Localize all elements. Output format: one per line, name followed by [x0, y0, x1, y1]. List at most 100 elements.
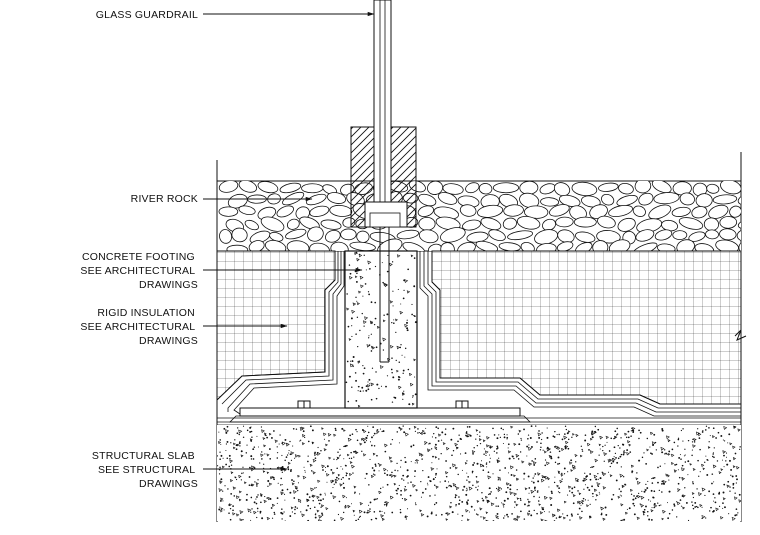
- concrete-aggregate: [406, 319, 408, 321]
- concrete-aggregate: [388, 456, 393, 460]
- concrete-aggregate: [444, 433, 447, 436]
- concrete-aggregate: [319, 499, 322, 502]
- concrete-aggregate: [399, 466, 402, 468]
- concrete-aggregate: [586, 475, 588, 478]
- concrete-aggregate: [441, 513, 443, 516]
- concrete-aggregate: [458, 502, 461, 505]
- concrete-aggregate: [499, 479, 501, 481]
- concrete-aggregate: [476, 444, 479, 447]
- concrete-aggregate: [238, 442, 241, 444]
- concrete-aggregate: [390, 473, 395, 478]
- concrete-aggregate: [682, 494, 686, 498]
- concrete-aggregate: [535, 425, 537, 427]
- concrete-aggregate: [332, 486, 334, 489]
- concrete-aggregate: [296, 507, 298, 509]
- concrete-aggregate: [676, 501, 678, 503]
- river-rock-stone: [340, 228, 357, 241]
- concrete-aggregate: [537, 500, 540, 502]
- concrete-aggregate: [547, 477, 551, 481]
- concrete-aggregate: [385, 505, 388, 507]
- concrete-aggregate: [318, 519, 323, 521]
- concrete-aggregate: [534, 489, 536, 492]
- concrete-aggregate: [409, 494, 412, 497]
- concrete-aggregate: [419, 432, 422, 434]
- concrete-aggregate: [413, 257, 416, 259]
- concrete-aggregate: [661, 451, 664, 454]
- concrete-aggregate: [236, 427, 239, 429]
- concrete-aggregate: [317, 479, 321, 483]
- concrete-aggregate: [365, 389, 368, 392]
- concrete-aggregate: [497, 517, 499, 520]
- concrete-aggregate: [493, 434, 496, 436]
- concrete-aggregate: [561, 478, 563, 480]
- concrete-aggregate: [531, 480, 533, 482]
- concrete-aggregate: [311, 470, 313, 472]
- concrete-aggregate: [683, 455, 685, 457]
- concrete-aggregate: [373, 435, 375, 437]
- concrete-aggregate: [444, 480, 447, 482]
- concrete-aggregate: [589, 503, 591, 505]
- concrete-aggregate: [363, 367, 366, 370]
- concrete-aggregate: [250, 430, 253, 433]
- concrete-aggregate: [255, 498, 257, 500]
- concrete-aggregate: [558, 487, 561, 490]
- concrete-aggregate: [351, 503, 353, 505]
- concrete-aggregate: [693, 438, 697, 442]
- concrete-aggregate: [229, 458, 231, 460]
- concrete-aggregate: [660, 446, 665, 451]
- concrete-aggregate: [441, 431, 444, 434]
- concrete-aggregate: [606, 441, 608, 443]
- concrete-aggregate: [218, 508, 221, 511]
- concrete-aggregate: [340, 478, 343, 480]
- concrete-aggregate: [351, 433, 354, 435]
- concrete-aggregate: [527, 498, 529, 501]
- anchor-bolt-right: [455, 400, 469, 409]
- concrete-aggregate: [346, 293, 348, 295]
- concrete-aggregate: [676, 501, 681, 506]
- concrete-aggregate: [636, 495, 638, 498]
- concrete-aggregate: [572, 502, 575, 505]
- concrete-aggregate: [550, 504, 553, 506]
- river-rock-stone: [635, 229, 655, 242]
- concrete-aggregate: [427, 484, 429, 486]
- concrete-aggregate: [518, 429, 522, 433]
- concrete-aggregate: [434, 484, 436, 486]
- concrete-aggregate: [370, 398, 373, 401]
- concrete-aggregate: [503, 499, 506, 502]
- concrete-aggregate: [450, 438, 453, 441]
- concrete-aggregate: [516, 497, 520, 500]
- concrete-aggregate: [615, 479, 618, 482]
- concrete-aggregate: [413, 314, 415, 317]
- concrete-aggregate: [713, 456, 715, 459]
- concrete-aggregate: [616, 461, 619, 464]
- concrete-aggregate: [383, 467, 387, 472]
- river-rock-stone: [742, 180, 758, 193]
- concrete-aggregate: [326, 481, 328, 483]
- concrete-aggregate: [561, 472, 563, 475]
- concrete-aggregate: [250, 458, 253, 460]
- river-rock-stone: [442, 183, 464, 195]
- concrete-aggregate: [544, 459, 547, 461]
- concrete-aggregate: [401, 497, 404, 500]
- concrete-aggregate: [553, 520, 556, 521]
- concrete-aggregate: [507, 472, 509, 474]
- concrete-aggregate: [724, 440, 726, 442]
- concrete-aggregate: [523, 472, 526, 475]
- concrete-aggregate: [356, 300, 358, 302]
- river-rock-stone: [575, 231, 596, 243]
- concrete-aggregate: [412, 395, 414, 397]
- concrete-aggregate: [720, 516, 724, 520]
- concrete-aggregate: [434, 443, 437, 446]
- concrete-aggregate: [677, 482, 680, 485]
- concrete-aggregate: [359, 253, 361, 255]
- concrete-aggregate: [647, 515, 649, 517]
- concrete-aggregate: [538, 474, 540, 476]
- concrete-aggregate: [375, 498, 377, 500]
- concrete-aggregate: [543, 476, 546, 479]
- concrete-aggregate: [273, 478, 275, 481]
- concrete-aggregate: [476, 480, 480, 484]
- concrete-aggregate: [701, 515, 706, 519]
- concrete-aggregate: [435, 448, 438, 450]
- concrete-aggregate: [617, 457, 620, 460]
- concrete-aggregate: [570, 469, 574, 472]
